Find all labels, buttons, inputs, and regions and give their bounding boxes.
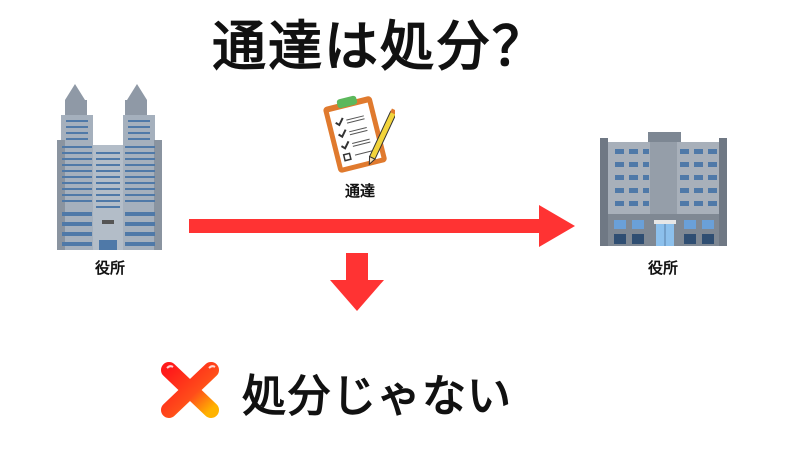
office-building-icon [600, 132, 727, 246]
document-label: 通達 [344, 182, 375, 200]
right-building-label: 役所 [647, 259, 678, 277]
twin-tower-government-building-icon [57, 80, 162, 250]
cross-mark-icon [157, 360, 223, 420]
clipboard-checklist-icon [320, 92, 398, 177]
down-arrow [330, 253, 384, 311]
result-text: 処分じゃない [242, 371, 512, 422]
right-arrow [189, 205, 575, 247]
left-building-label: 役所 [94, 259, 125, 277]
page-title: 通達は処分？ [212, 15, 548, 78]
